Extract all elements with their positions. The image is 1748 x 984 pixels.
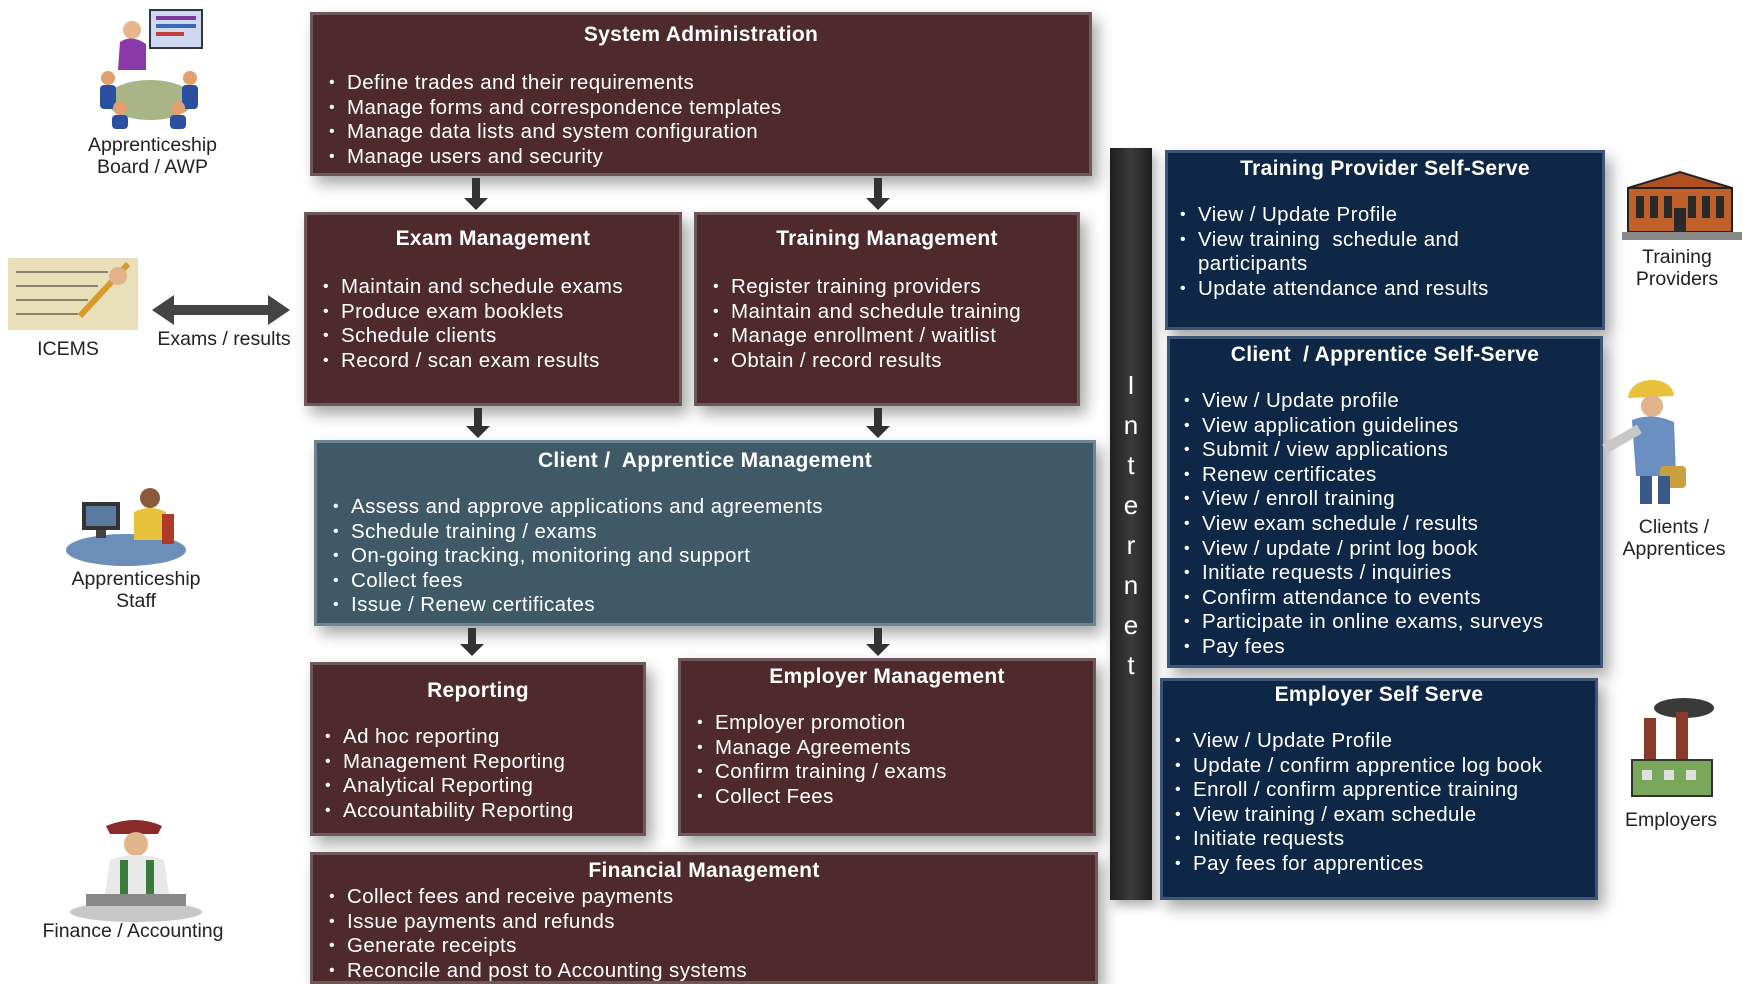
list-item: View training / exam schedule — [1167, 803, 1595, 828]
reporting-title: Reporting — [427, 679, 529, 702]
employer-management-box: Employer Management Employer promotion M… — [678, 658, 1096, 836]
internet-bar: I n t e r n e t — [1110, 148, 1152, 900]
list-item: View application guidelines — [1176, 414, 1600, 439]
list-item: Record / scan exam results — [315, 349, 679, 374]
list-item: Employer promotion — [689, 711, 1093, 736]
actor-clients-label: Clients / Apprentices — [1622, 516, 1726, 560]
list-item: View exam schedule / results — [1176, 512, 1600, 537]
list-item: On-going tracking, monitoring and suppor… — [325, 544, 1093, 569]
list-item: Update / confirm apprentice log book — [1167, 754, 1595, 779]
list-item: Pay fees — [1176, 635, 1600, 660]
training-provider-self-serve-title: Training Provider Self-Serve — [1240, 157, 1530, 180]
internet-letter: n — [1123, 410, 1139, 440]
actor-board-label: Apprenticeship Board / AWP — [88, 134, 217, 178]
list-item: Maintain and schedule training — [705, 300, 1077, 325]
list-item: View / Update Profile — [1167, 729, 1595, 754]
list-item: Schedule training / exams — [325, 520, 1093, 545]
internet-letter: e — [1123, 610, 1139, 640]
internet-letter: e — [1123, 490, 1139, 520]
list-item: Confirm training / exams — [689, 760, 1093, 785]
staff-computer-icon — [62, 478, 190, 568]
list-item: Ad hoc reporting — [317, 725, 643, 750]
exam-management-box: Exam Management Maintain and schedule ex… — [304, 212, 682, 406]
list-item: Manage enrollment / waitlist — [705, 324, 1077, 349]
list-item: Collect fees and receive payments — [321, 885, 1095, 910]
list-item: Enroll / confirm apprentice training — [1167, 778, 1595, 803]
exams-results-label: Exams / results — [157, 328, 291, 350]
system-administration-title: System Administration — [583, 23, 819, 46]
internet-letter: n — [1123, 570, 1139, 600]
financial-management-title: Financial Management — [588, 859, 820, 882]
list-item: Initiate requests / inquiries — [1176, 561, 1600, 586]
client-apprentice-management-box: Client / Apprentice Management Assess an… — [314, 440, 1096, 626]
actor-training-providers-label: Training Providers — [1635, 246, 1719, 290]
list-item: Collect fees — [325, 569, 1093, 594]
list-item: Manage users and security — [321, 145, 1089, 170]
list-item: Produce exam booklets — [315, 300, 679, 325]
building-icon — [1620, 164, 1744, 244]
list-item: Pay fees for apprentices — [1167, 852, 1595, 877]
list-item: Register training providers — [705, 275, 1077, 300]
list-item: Management Reporting — [317, 750, 643, 775]
list-item: Initiate requests — [1167, 827, 1595, 852]
list-item: View / Update Profile — [1172, 203, 1602, 228]
bidirectional-arrow-icon — [152, 295, 290, 325]
list-item: Issue / Renew certificates — [325, 593, 1093, 618]
list-item: Assess and approve applications and agre… — [325, 495, 1093, 520]
financial-management-box: Financial Management Collect fees and re… — [310, 852, 1098, 984]
list-item: View / enroll training — [1176, 487, 1600, 512]
actor-employers-label: Employers — [1624, 809, 1718, 831]
list-item: Submit / view applications — [1176, 438, 1600, 463]
employer-self-serve-box: Employer Self Serve View / Update Profil… — [1160, 678, 1598, 900]
list-item: Manage forms and correspondence template… — [321, 96, 1089, 121]
actor-finance-label: Finance / Accounting — [42, 920, 224, 942]
list-item: Update attendance and results — [1172, 277, 1602, 302]
exam-management-title: Exam Management — [395, 227, 591, 250]
list-item: Accountability Reporting — [317, 799, 643, 824]
training-provider-self-serve-box: Training Provider Self-Serve View / Upda… — [1165, 150, 1605, 330]
training-management-title: Training Management — [776, 227, 998, 250]
exam-sheet-icon — [8, 258, 138, 330]
actor-icems-label: ICEMS — [37, 338, 99, 360]
employer-self-serve-title: Employer Self Serve — [1274, 683, 1484, 706]
internet-letter: t — [1127, 450, 1135, 480]
list-item: Obtain / record results — [705, 349, 1077, 374]
list-item: Participate in online exams, surveys — [1176, 610, 1600, 635]
reporting-box: Reporting Ad hoc reporting Management Re… — [310, 662, 646, 836]
list-item: View / update / print log book — [1176, 537, 1600, 562]
employer-management-title: Employer Management — [769, 665, 1005, 688]
accountant-icon — [66, 812, 206, 922]
factory-icon — [1624, 696, 1724, 800]
list-item: Manage Agreements — [689, 736, 1093, 761]
internet-letter: r — [1126, 530, 1136, 560]
client-apprentice-management-title: Client / Apprentice Management — [537, 449, 873, 472]
list-item: Confirm attendance to events — [1176, 586, 1600, 611]
client-apprentice-self-serve-box: Client / Apprentice Self-Serve View / Up… — [1167, 336, 1603, 668]
training-management-box: Training Management Register training pr… — [694, 212, 1080, 406]
list-item: Renew certificates — [1176, 463, 1600, 488]
list-item: View training schedule and participants — [1172, 228, 1602, 277]
list-item: Generate receipts — [321, 934, 1095, 959]
list-item: Maintain and schedule exams — [315, 275, 679, 300]
worker-icon — [1600, 376, 1700, 506]
list-item: Define trades and their requirements — [321, 71, 1089, 96]
client-apprentice-self-serve-title: Client / Apprentice Self-Serve — [1230, 343, 1540, 366]
list-item: Analytical Reporting — [317, 774, 643, 799]
system-administration-box: System Administration Define trades and … — [310, 12, 1092, 176]
internet-letter: I — [1127, 370, 1135, 400]
list-item: Manage data lists and system configurati… — [321, 120, 1089, 145]
list-item: Issue payments and refunds — [321, 910, 1095, 935]
list-item: Schedule clients — [315, 324, 679, 349]
actor-staff-label: Apprenticeship Staff — [71, 568, 201, 612]
list-item: Collect Fees — [689, 785, 1093, 810]
list-item: Reconcile and post to Accounting systems — [321, 959, 1095, 984]
list-item: View / Update profile — [1176, 389, 1600, 414]
meeting-icon — [90, 8, 210, 130]
internet-letter: t — [1127, 650, 1135, 680]
